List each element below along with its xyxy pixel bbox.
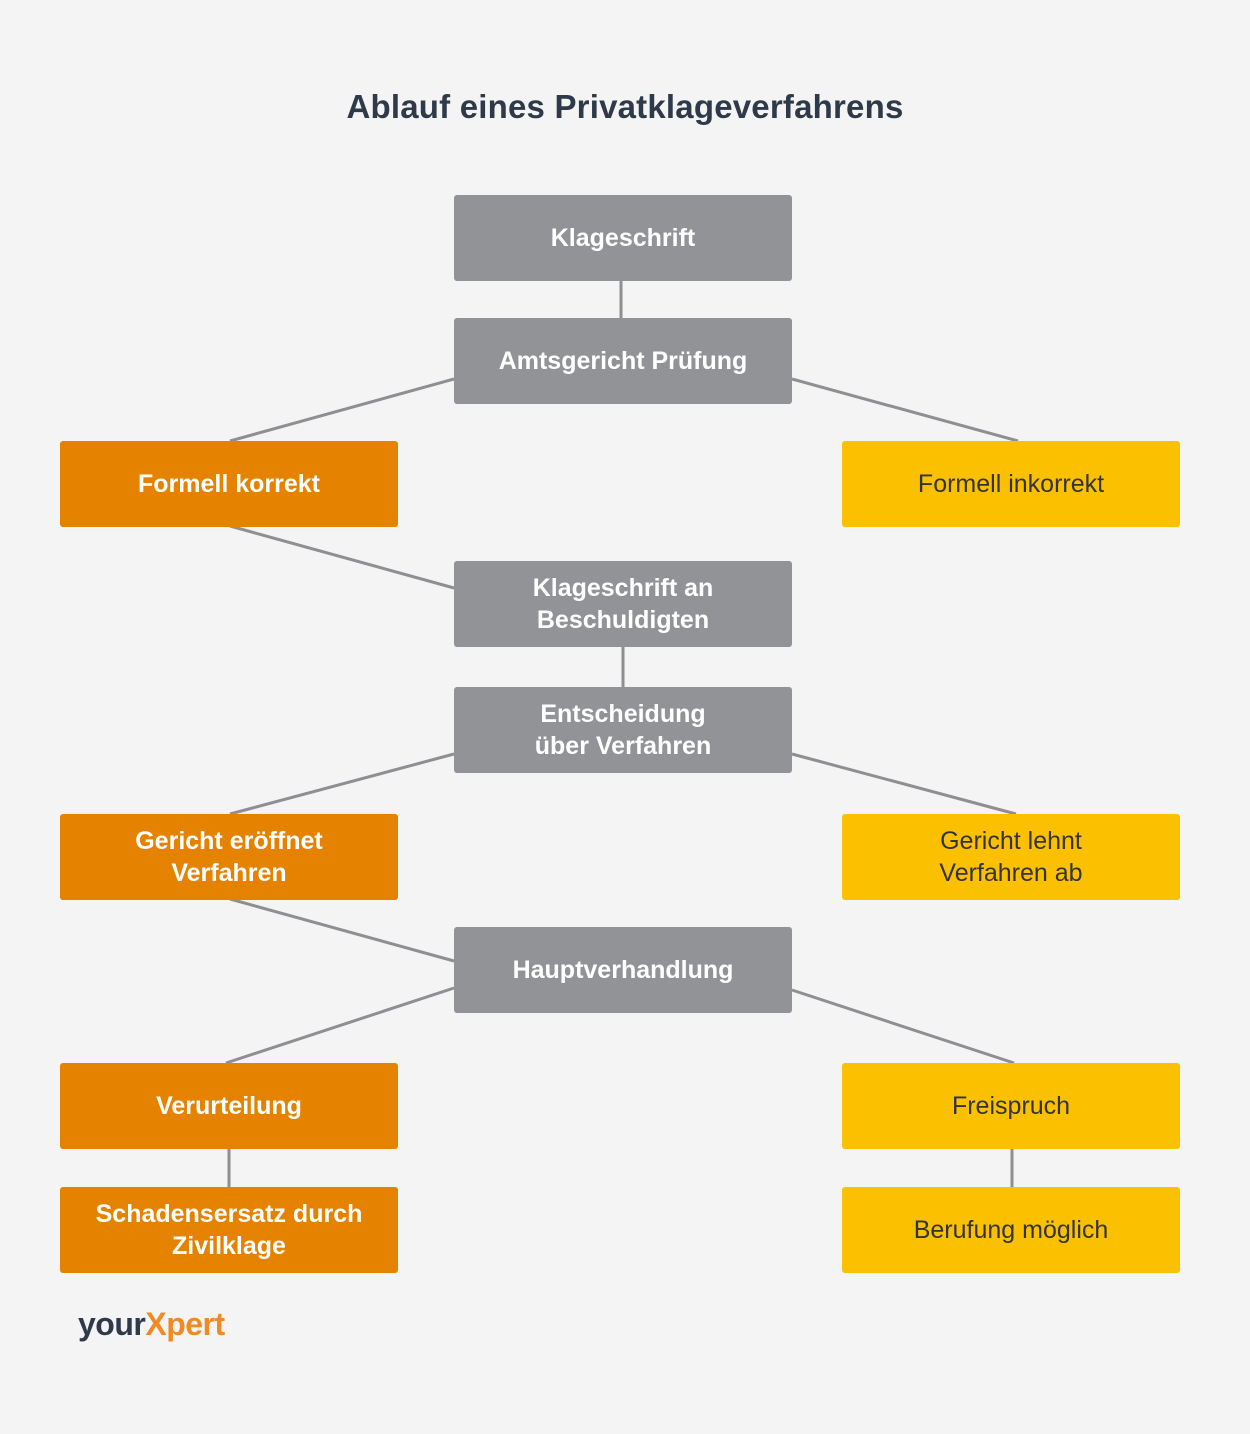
node-klageschrift-an-beschuldigten: Klageschrift an Beschuldigten <box>454 561 792 647</box>
logo-text-your: your <box>78 1306 146 1342</box>
edge-entscheidung-gericht-lehnt <box>791 752 1017 816</box>
edge-entscheidung-gericht-eroeffnet <box>229 752 455 816</box>
node-hauptverhandlung: Hauptverhandlung <box>454 927 792 1013</box>
node-amtsgericht-pruefung: Amtsgericht Prüfung <box>454 318 792 404</box>
node-formell-inkorrekt: Formell inkorrekt <box>842 441 1180 527</box>
node-gericht-eroeffnet-verfahren: Gericht eröffnet Verfahren <box>60 814 398 900</box>
node-schadensersatz-durch-zivilklage: Schadensersatz durch Zivilklage <box>60 1187 398 1273</box>
node-formell-korrekt: Formell korrekt <box>60 441 398 527</box>
edge-amtsgericht-formell-korrekt <box>229 377 455 443</box>
node-freispruch: Freispruch <box>842 1063 1180 1149</box>
edge-hauptverhandlung-freispruch <box>791 988 1015 1065</box>
node-entscheidung-ueber-verfahren: Entscheidung über Verfahren <box>454 687 792 773</box>
node-verurteilung: Verurteilung <box>60 1063 398 1149</box>
node-gericht-lehnt-verfahren-ab: Gericht lehnt Verfahren ab <box>842 814 1180 900</box>
edge-amtsgericht-formell-inkorrekt <box>791 377 1019 443</box>
node-berufung-moeglich: Berufung möglich <box>842 1187 1180 1273</box>
edge-gericht-eroeffnet-hauptverhandlung <box>229 897 455 963</box>
edge-formell-korrekt-klageschrift-an <box>229 524 455 590</box>
diagram-title: Ablauf eines Privatklageverfahrens <box>346 88 904 125</box>
yourxpert-logo: yourXpert <box>78 1306 225 1343</box>
edge-hauptverhandlung-verurteilung <box>225 986 455 1065</box>
logo-text-xpert: Xpert <box>145 1306 225 1342</box>
node-klageschrift: Klageschrift <box>454 195 792 281</box>
